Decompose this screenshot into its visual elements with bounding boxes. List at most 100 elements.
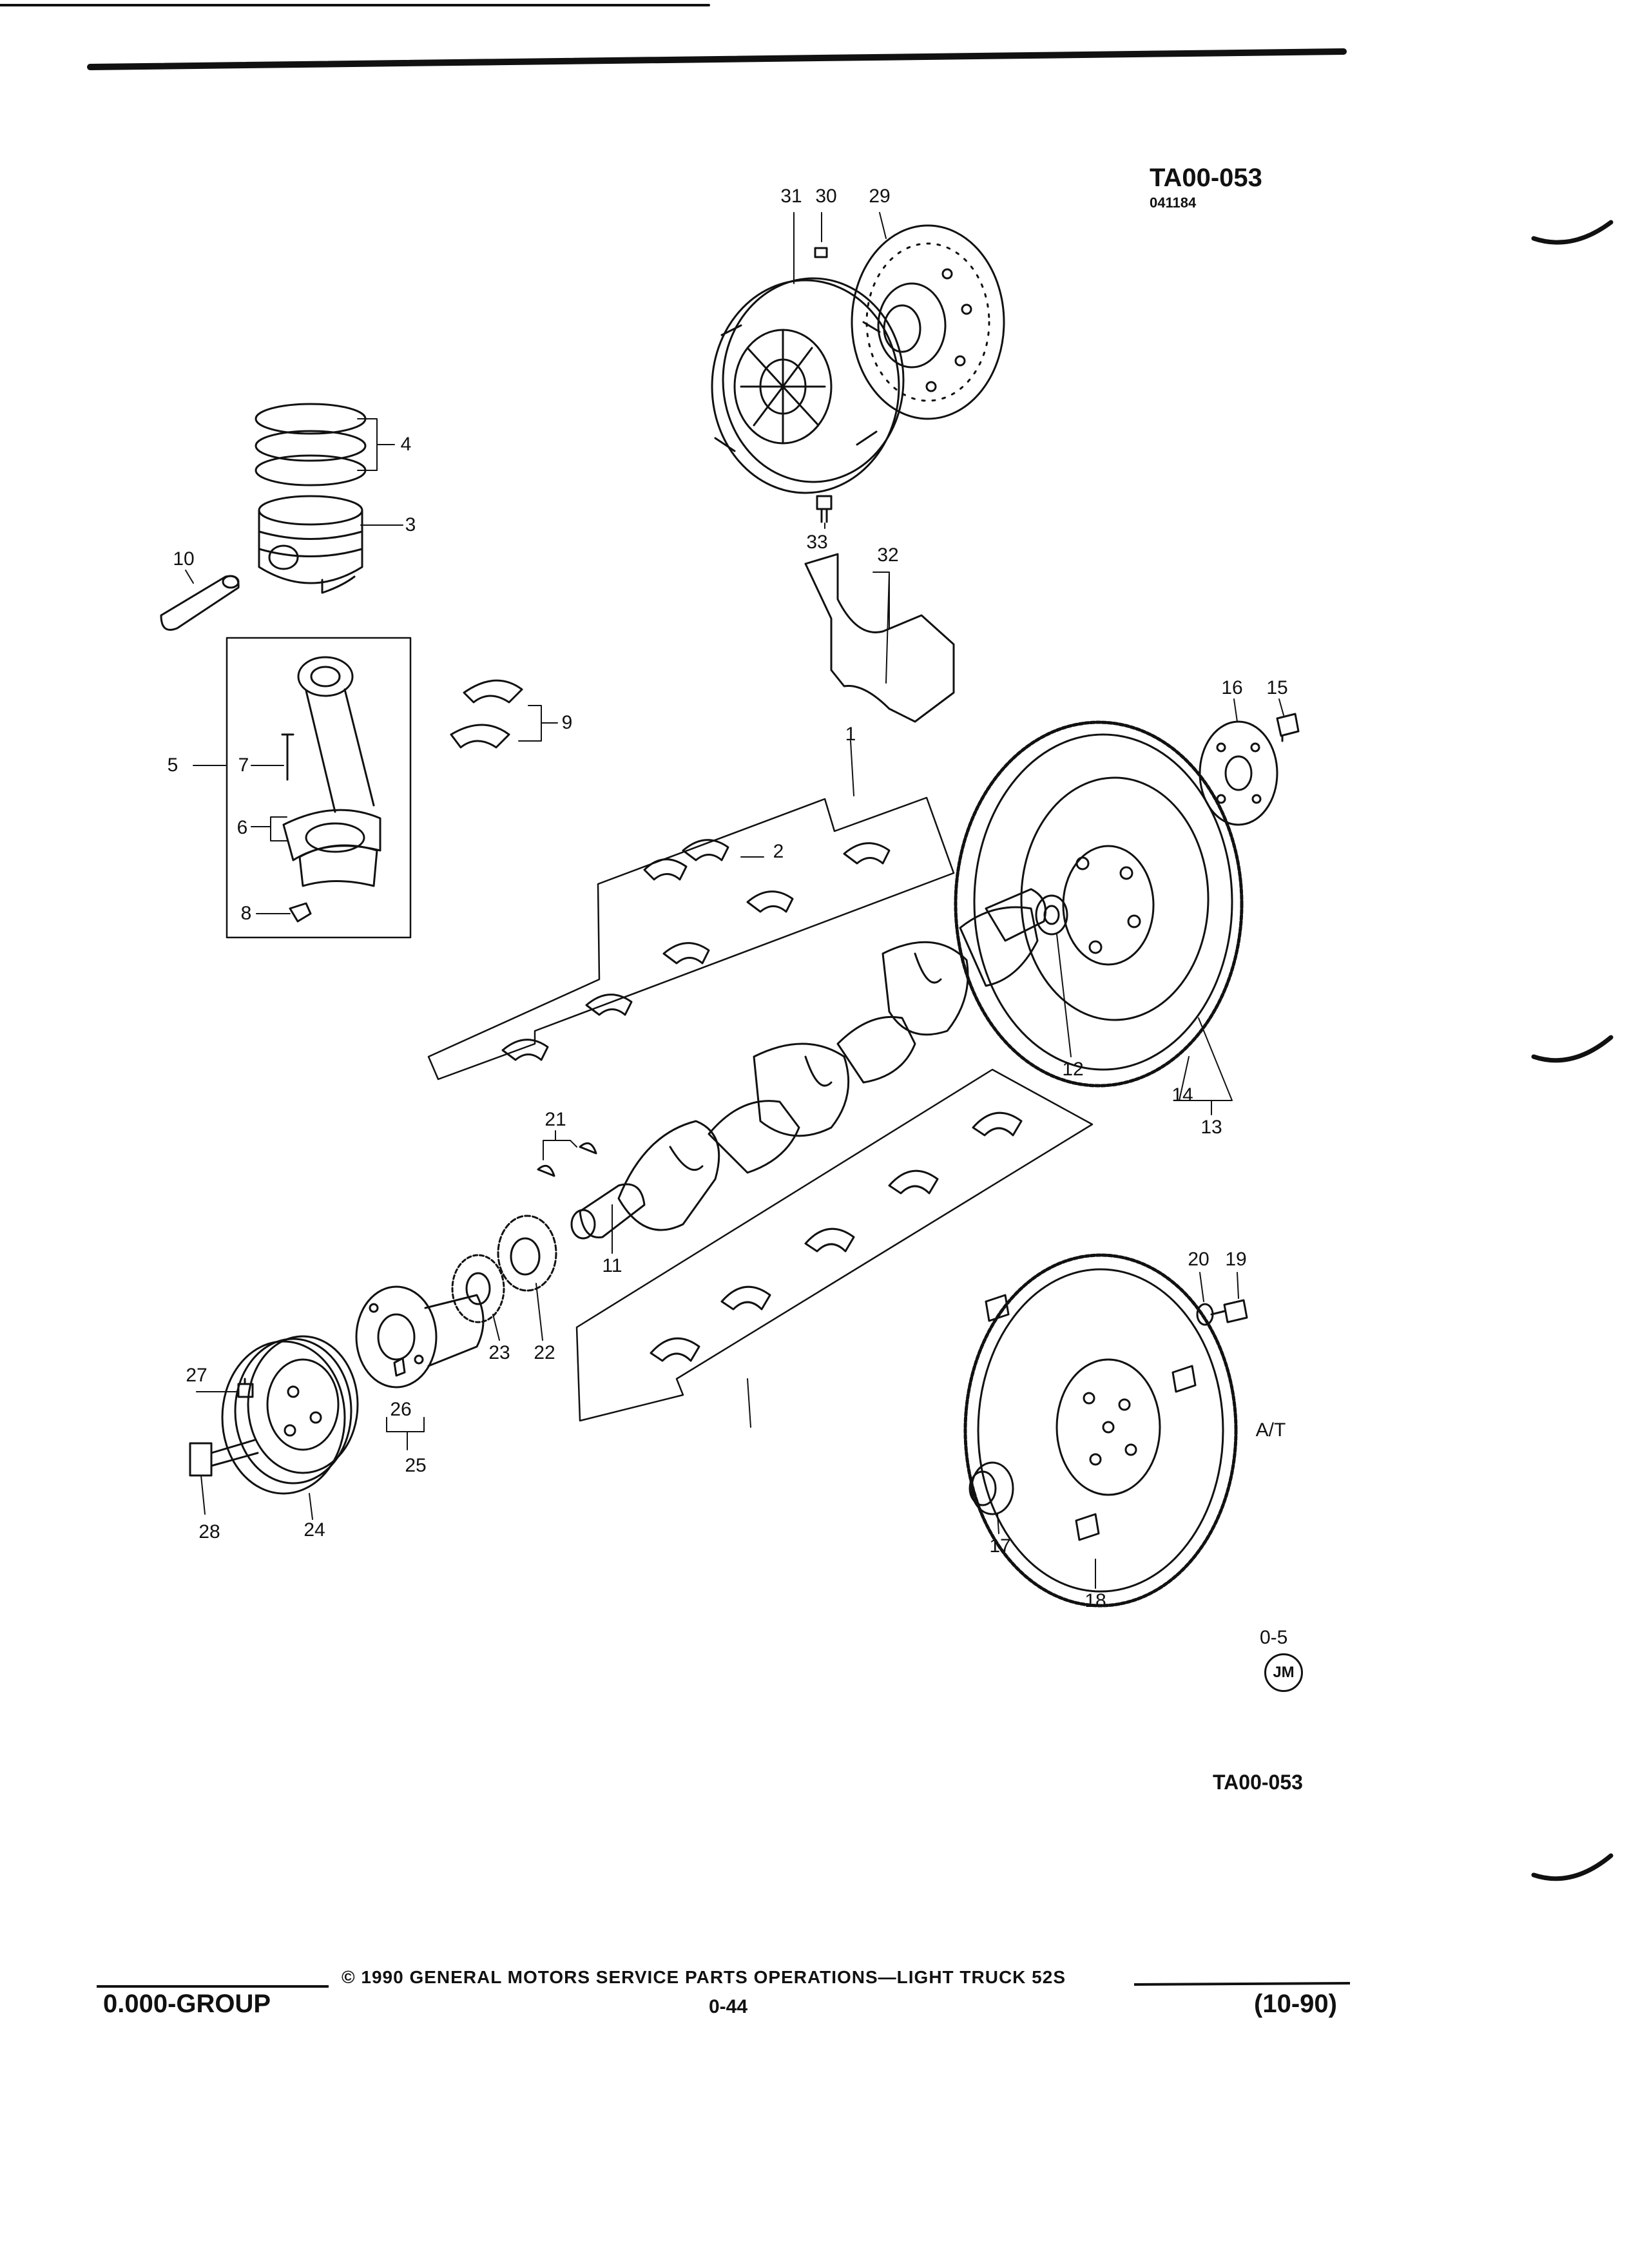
margin-mark — [1531, 220, 1614, 245]
rod-bearing-leader — [251, 816, 287, 841]
clutch-disc-part — [851, 224, 1005, 420]
flywheel-bolt-part — [1276, 713, 1300, 742]
callout-14: 14 — [1171, 1084, 1193, 1106]
callout-6: 6 — [236, 817, 248, 838]
rod-bolt-part — [281, 733, 294, 781]
footer-edition: (10-90) — [1254, 1990, 1337, 2018]
callout-2: 2 — [773, 841, 784, 862]
callout-21: 21 — [545, 1109, 566, 1130]
oil-pump-gear-leader — [535, 1283, 543, 1341]
callout-20: 20 — [1188, 1249, 1210, 1270]
crank-pulley-part — [221, 1335, 359, 1495]
callout-26: 26 — [390, 1399, 412, 1420]
flexplate-bushing-part — [969, 1461, 1014, 1515]
callout-25: 25 — [405, 1455, 427, 1476]
clutch-bolt-part — [816, 495, 833, 523]
hub-key-part — [393, 1357, 406, 1377]
flywheel-plate-leader — [1233, 698, 1238, 722]
callout-12: 12 — [1062, 1059, 1084, 1080]
callout-13: 13 — [1200, 1117, 1222, 1138]
pulley-center-bolt-leader — [200, 1475, 206, 1515]
piston-part — [258, 495, 363, 594]
callout-29: 29 — [869, 186, 891, 207]
upper-main-bearings — [501, 839, 891, 1061]
dust-cover-part — [804, 553, 955, 723]
callout-15: 15 — [1266, 677, 1288, 698]
header-rule — [87, 48, 1347, 70]
woodruff-keys-part — [537, 1142, 597, 1177]
clutch-pin-part — [814, 247, 828, 258]
callout-11: 11 — [602, 1255, 622, 1276]
section-code-number: 0-5 — [1260, 1627, 1288, 1648]
callout-32: 32 — [877, 544, 899, 566]
callout-33: 33 — [806, 532, 828, 553]
pilot-bearing-part — [1035, 894, 1068, 936]
crank-pulley-leader — [309, 1493, 313, 1520]
callout-16: 16 — [1221, 677, 1243, 698]
lower-bearings-leader — [747, 1378, 751, 1428]
margin-mark — [1531, 1035, 1614, 1063]
flywheel-part — [954, 720, 1244, 1088]
lower-bearings-panel — [575, 1068, 1094, 1422]
connecting-rod-box — [226, 637, 412, 939]
clutch-disc-leader — [879, 212, 887, 239]
lower-main-bearings — [650, 1111, 1023, 1362]
callout-1: 1 — [845, 724, 856, 745]
flexplate-bushing-leader — [997, 1514, 999, 1534]
callout-18: 18 — [1084, 1590, 1106, 1611]
section-code-badge: JM — [1264, 1653, 1303, 1692]
piston-pin-part — [160, 575, 240, 631]
callout-17: 17 — [989, 1535, 1011, 1557]
connecting-rod-part — [282, 656, 381, 887]
flywheel-bolt-leader — [1278, 698, 1284, 716]
flexplate-bolt-part — [1210, 1299, 1248, 1323]
footer-copyright: © 1990 GENERAL MOTORS SERVICE PARTS OPER… — [342, 1967, 1066, 1987]
callout-4: 4 — [400, 434, 412, 455]
callout-7: 7 — [238, 754, 249, 776]
piston-pin-leader — [185, 570, 194, 584]
margin-mark — [1531, 1853, 1614, 1881]
callout-3: 3 — [405, 514, 416, 535]
rod-bearing-bracket — [518, 705, 558, 742]
crank-sprocket-part — [451, 1254, 505, 1323]
figure-id-bottom: TA00-053 — [1213, 1771, 1303, 1794]
flywheel-leader — [1179, 1017, 1233, 1115]
callout-automatic-transmission: A/T — [1255, 1419, 1286, 1441]
rod-bearing-part — [450, 679, 523, 749]
crankshaft-part — [570, 888, 1046, 1240]
callout-9: 9 — [561, 712, 573, 733]
oil-pump-gear-part — [497, 1215, 557, 1292]
callout-8: 8 — [240, 903, 252, 924]
flexplate-part — [963, 1253, 1238, 1608]
piston-rings-leader — [357, 418, 395, 471]
woodruff-keys-leader — [543, 1130, 577, 1160]
callout-10: 10 — [173, 548, 195, 570]
upper-bearings-leader — [850, 740, 854, 796]
flywheel-plate-part — [1199, 720, 1278, 826]
pilot-bearing-leader — [1056, 934, 1072, 1057]
callout-30: 30 — [815, 186, 837, 207]
callout-23: 23 — [488, 1342, 510, 1363]
pulley-bolt-part — [237, 1378, 254, 1398]
callout-28: 28 — [198, 1521, 220, 1542]
upper-bearings-panel — [427, 796, 955, 1081]
callout-5: 5 — [167, 754, 178, 776]
figure-id: TA00-053 — [1150, 164, 1262, 192]
pulley-center-bolt-part — [189, 1439, 259, 1477]
dust-cover-leader — [872, 572, 890, 684]
footer-group-label: 0.000-GROUP — [103, 1990, 271, 2018]
figure-date: 041184 — [1150, 195, 1197, 211]
callout-31: 31 — [780, 186, 802, 207]
flexplate-washer-leader — [1199, 1272, 1204, 1302]
callout-27: 27 — [186, 1365, 207, 1386]
callout-19: 19 — [1225, 1249, 1247, 1270]
flexplate-bolt-leader — [1237, 1272, 1239, 1299]
callout-24: 24 — [304, 1519, 325, 1541]
footer-page-number: 0-44 — [709, 1996, 748, 2017]
callout-22: 22 — [534, 1342, 555, 1363]
rod-nut-part — [289, 902, 312, 923]
clutch-cover-part — [711, 277, 905, 494]
pulley-hub-leader — [386, 1417, 425, 1450]
